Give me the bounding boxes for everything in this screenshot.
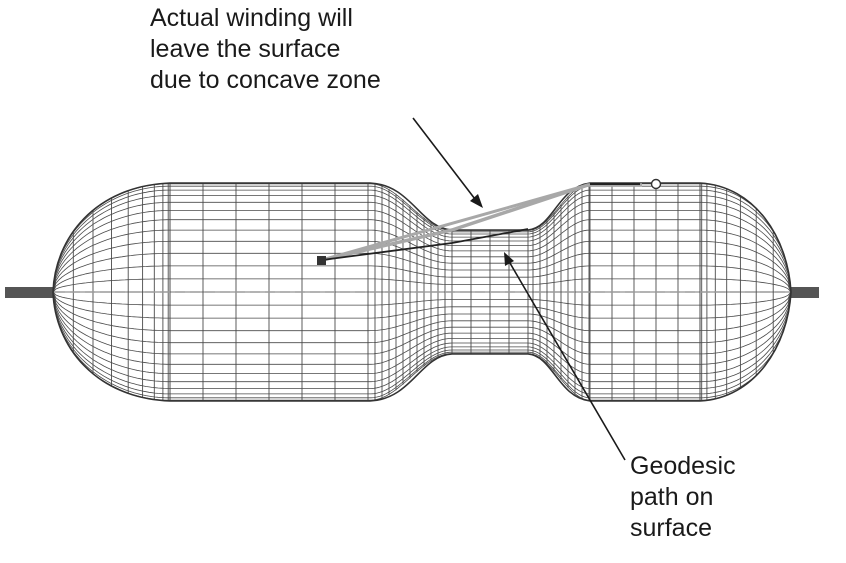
mesh-longitudinal-line <box>53 291 791 319</box>
mesh-longitudinal-line <box>53 240 791 293</box>
mesh-longitudinal-line <box>53 291 791 383</box>
mesh-longitudinal-line <box>53 252 791 293</box>
mesh-longitudinal-line <box>53 291 791 399</box>
leader-line-bottom <box>506 257 626 461</box>
mesh-longitudinal-line <box>53 291 791 355</box>
mesh-longitudinal-line <box>53 291 791 344</box>
mesh-longitudinal-line <box>53 195 791 293</box>
leader-arrowhead-bottom <box>504 252 514 266</box>
callout-geodesic-line-3: surface <box>630 514 712 542</box>
mesh-longitudinal-line <box>53 185 791 293</box>
mesh-longitudinal-line <box>53 229 791 293</box>
circle-marker-icon <box>650 178 662 190</box>
mesh-longitudinal-line <box>53 189 791 293</box>
callout-geodesic-line-2: path on <box>630 483 714 511</box>
actual-winding-path-inner <box>321 183 589 262</box>
surface-mesh <box>53 183 791 401</box>
mesh-longitudinal-line <box>53 291 791 306</box>
callout-actual-winding: Actual winding will leave the surface du… <box>150 3 381 96</box>
callout-actual-winding-line-1: Actual winding will <box>150 4 353 32</box>
mesh-longitudinal-line <box>53 291 791 395</box>
left-shaft <box>5 287 53 298</box>
callout-actual-winding-line-2: leave the surface <box>150 35 341 63</box>
right-shaft <box>791 287 819 298</box>
callout-actual-winding-line-3: due to concave zone <box>150 66 381 94</box>
mesh-longitudinal-line <box>53 291 791 332</box>
mesh-longitudinal-line <box>53 291 791 389</box>
mesh-longitudinal-line <box>53 291 791 375</box>
leader-arrowhead-top <box>470 194 483 208</box>
callout-geodesic-line-1: Geodesic <box>630 452 736 480</box>
mesh-longitudinal-line <box>53 265 791 293</box>
mesh-longitudinal-line <box>53 291 791 401</box>
actual-winding-path <box>321 183 642 262</box>
vessel-outline <box>52 182 792 402</box>
square-marker-icon <box>317 256 326 265</box>
mesh-longitudinal-line <box>53 278 791 293</box>
callout-geodesic-path: Geodesic path on surface <box>630 451 736 544</box>
mesh-longitudinal-line <box>53 201 791 293</box>
mesh-longitudinal-line <box>53 219 791 293</box>
geodesic-path <box>321 228 529 261</box>
mesh-longitudinal-line <box>53 291 791 365</box>
leader-line-top <box>412 117 479 204</box>
mesh-longitudinal-line <box>53 209 791 293</box>
